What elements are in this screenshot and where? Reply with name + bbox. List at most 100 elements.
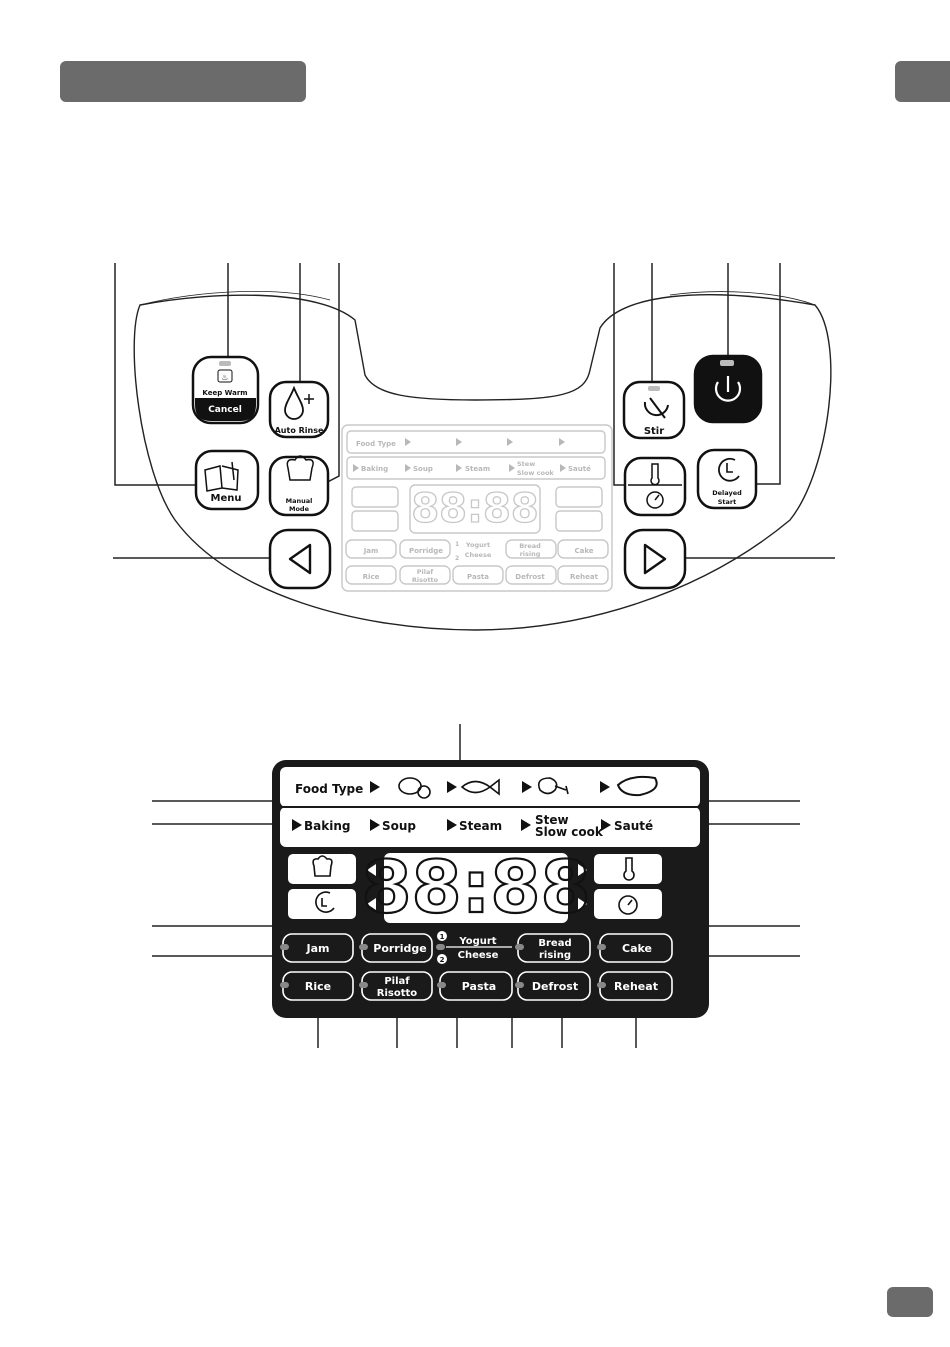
right-arrow-button[interactable] <box>623 528 687 590</box>
keep-warm-cancel-button[interactable]: ♨ Keep Warm Cancel <box>191 355 260 425</box>
mode-soup: Soup <box>382 819 416 833</box>
menu-button[interactable]: Menu <box>194 449 260 511</box>
program-yogurt: Yogurt <box>458 936 496 947</box>
program-rice: Rice <box>305 980 331 993</box>
program-cake: Cake <box>622 942 652 955</box>
food-type-label: Food Type <box>295 782 363 796</box>
mode-stew: Stew <box>535 813 569 827</box>
food-type-arrow-3 <box>522 781 532 793</box>
steak-icon <box>616 775 658 797</box>
marker-2: 2 <box>440 956 445 964</box>
stir-label: Stir <box>644 426 664 437</box>
poultry-leg-icon <box>537 777 569 795</box>
program-pilaf: Pilaf <box>384 976 410 987</box>
program-bread: Bread <box>538 938 571 949</box>
food-type-arrow-4 <box>600 781 610 793</box>
mini-defrost: Defrost <box>515 573 545 581</box>
mini-bread-1: Bread <box>519 542 541 550</box>
auto-rinse-button[interactable]: Auto Rinse <box>268 380 330 439</box>
marker-1: 1 <box>440 933 445 941</box>
food-type-icons <box>398 775 658 799</box>
mode-saute: Sauté <box>614 819 653 833</box>
program-rising: rising <box>539 950 571 961</box>
mini-pilaf-2: Risotto <box>412 576 439 584</box>
mini-yogurt: Yogurt <box>465 541 490 549</box>
control-panel-outline <box>133 290 832 631</box>
vegetables-icon <box>398 777 431 799</box>
power-icon <box>714 381 742 402</box>
panel-mini-display <box>341 424 613 592</box>
mini-bread-2: rising <box>520 550 541 558</box>
program-markers: 1 2 <box>440 933 445 964</box>
manual-mode-button[interactable]: Manual Mode <box>268 455 330 517</box>
stopwatch-icon <box>646 491 664 509</box>
clock-icon <box>718 457 740 482</box>
thermometer-icon <box>623 857 635 881</box>
mini-baking: Baking <box>361 465 388 473</box>
auto-rinse-label: Auto Rinse <box>275 426 324 435</box>
mini-food-type-label: Food Type <box>356 440 396 448</box>
display-digits: 88:88 <box>361 845 590 929</box>
section-tab-left <box>60 61 306 102</box>
mini-pasta: Pasta <box>467 573 489 581</box>
program-indicator-leds <box>280 944 606 988</box>
stir-button[interactable]: Stir <box>622 380 686 440</box>
mini-reheat: Reheat <box>570 573 599 581</box>
mini-saute: Sauté <box>568 465 591 473</box>
food-type-arrow-2 <box>447 781 457 793</box>
program-porridge: Porridge <box>373 942 426 955</box>
mini-marker-2: 2 <box>455 555 459 562</box>
cancel-label: Cancel <box>208 405 242 415</box>
keep-warm-label: Keep Warm <box>202 389 247 397</box>
display-mode-row: Food Type Baking Soup Steam Stew Slow co… <box>292 781 653 839</box>
delayed-label-2: Start <box>718 498 737 506</box>
mini-cake: Cake <box>574 547 593 555</box>
program-buttons <box>280 931 673 1001</box>
panel-mini-display-labels: Food Type Baking Soup Steam Stew Slow co… <box>353 438 599 584</box>
keep-warm-icon: ♨ <box>221 373 228 382</box>
section-tab-right <box>895 61 950 102</box>
mode-steam: Steam <box>459 819 502 833</box>
stopwatch-icon <box>618 895 638 915</box>
chevron-left-icon <box>288 543 312 575</box>
mini-jam: Jam <box>363 547 379 555</box>
mini-cheese: Cheese <box>465 551 492 559</box>
water-drop-icon <box>284 385 304 420</box>
page-number-tab <box>887 1287 933 1317</box>
program-labels: Jam Porridge Yogurt Cheese Bread rising … <box>305 936 658 999</box>
program-defrost: Defrost <box>532 980 578 993</box>
chef-hat-icon <box>312 855 333 877</box>
callout-lines-panel <box>113 263 835 559</box>
manual-label-2: Mode <box>289 505 310 513</box>
mini-porridge: Porridge <box>409 547 443 555</box>
mode-baking: Baking <box>304 819 350 833</box>
mini-stew-1: Stew <box>517 460 535 468</box>
mini-stew-2: Slow cook <box>517 469 554 477</box>
mini-soup: Soup <box>413 465 433 473</box>
mini-rice: Rice <box>363 573 380 581</box>
temperature-timer-button[interactable] <box>623 456 687 517</box>
program-pasta: Pasta <box>462 980 496 993</box>
chef-hat-icon <box>286 455 314 481</box>
mode-arrows <box>292 819 611 831</box>
display-side-arrows <box>367 864 587 910</box>
program-jam: Jam <box>306 942 330 955</box>
menu-label: Menu <box>211 493 242 504</box>
program-reheat: Reheat <box>614 980 658 993</box>
mini-digits: 88:88 <box>411 486 538 532</box>
chevron-right-icon <box>643 543 667 575</box>
food-type-arrow-1 <box>370 781 380 793</box>
delayed-start-button[interactable]: Delayed Start <box>696 448 758 510</box>
program-cheese: Cheese <box>458 950 499 961</box>
program-risotto: Risotto <box>377 988 418 999</box>
fish-icon <box>460 778 500 796</box>
manual-label-1: Manual <box>286 497 313 505</box>
mini-steam: Steam <box>465 465 490 473</box>
clock-icon <box>315 891 335 913</box>
stir-icon <box>643 397 669 419</box>
power-button[interactable] <box>693 354 763 424</box>
delayed-label-1: Delayed <box>712 489 742 497</box>
display-icons <box>312 855 638 915</box>
left-arrow-button[interactable] <box>268 528 332 590</box>
